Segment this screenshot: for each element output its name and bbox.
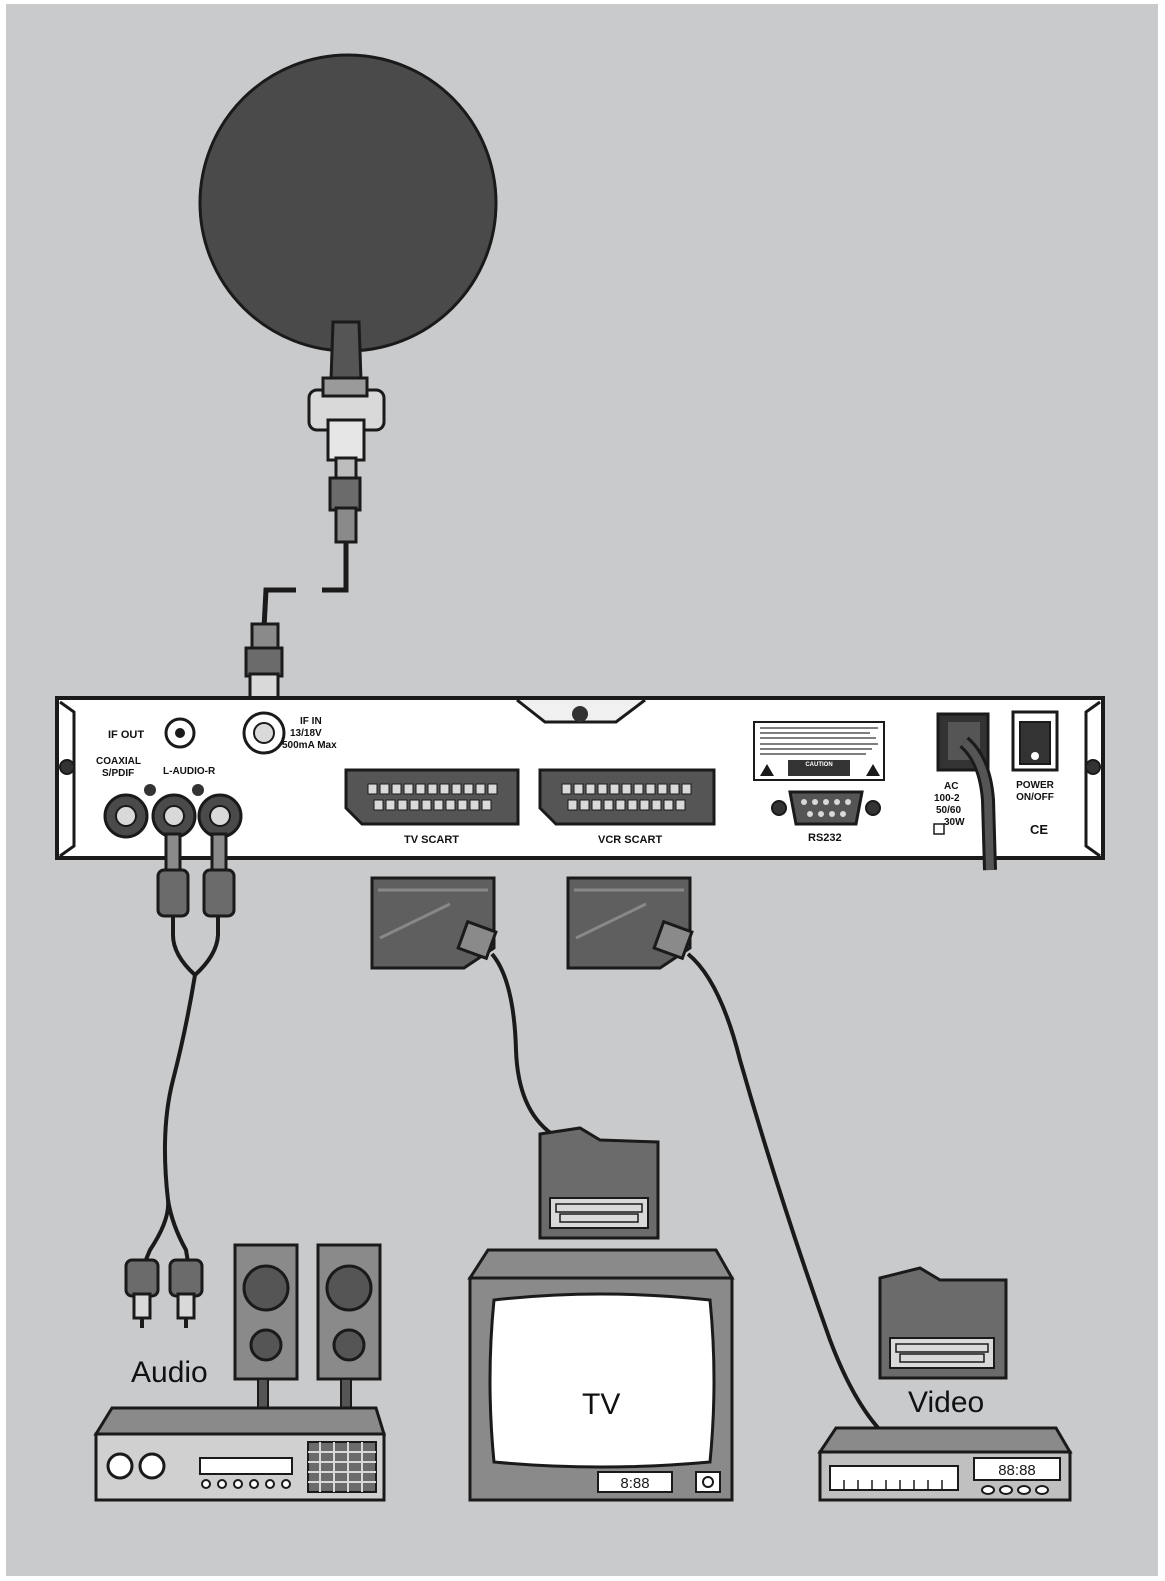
ac-label-line3: 50/60 xyxy=(936,805,961,816)
tv-scart-label: TV SCART xyxy=(404,834,459,846)
if-out-label: IF OUT xyxy=(108,729,144,741)
power-icon xyxy=(702,1476,714,1488)
if-in-port xyxy=(242,711,286,755)
if-out-port xyxy=(164,717,196,749)
coaxial-label-line2: S/PDIF xyxy=(102,768,134,779)
tv-scart-port xyxy=(344,768,520,826)
vcr-device xyxy=(817,1426,1073,1502)
video-device-label: Video xyxy=(908,1386,984,1419)
audio-right-jack xyxy=(192,784,243,839)
rs232-port xyxy=(771,790,881,826)
speaker-right xyxy=(316,1243,382,1410)
coaxial-spdif-jack xyxy=(103,793,149,839)
vcr-display: 88:88 xyxy=(998,1462,1036,1479)
power-label-line1: POWER xyxy=(1016,780,1055,791)
coax-cable xyxy=(261,542,349,629)
coax-plug xyxy=(244,622,284,708)
ac-label-line2: 100-2 xyxy=(934,793,960,804)
if-in-label-line2: 13/18V xyxy=(290,728,322,739)
tv-device-label: TV xyxy=(582,1388,620,1421)
power-label-line2: ON/OFF xyxy=(1016,792,1054,803)
vcr-scart-label: VCR SCART xyxy=(598,834,662,846)
coaxial-label-line1: COAXIAL xyxy=(96,756,141,767)
tv-scart-cable xyxy=(370,876,660,1240)
if-in-label-line3: 500mA Max xyxy=(282,740,337,751)
satellite-dish-icon xyxy=(198,53,498,544)
tv-set xyxy=(467,1248,735,1502)
caution-label: CAUTION xyxy=(805,762,832,768)
tv-display: 8:88 xyxy=(620,1475,649,1492)
warning-label xyxy=(753,721,885,781)
vcr-scart-port xyxy=(538,768,716,826)
audio-amplifier xyxy=(93,1406,387,1502)
ac-label-line4: 30W xyxy=(944,817,965,828)
audio-device-label: Audio xyxy=(131,1356,208,1389)
rca-audio-cable xyxy=(124,832,236,1328)
if-in-label-line1: IF IN xyxy=(300,716,322,727)
vcr-scart-cable xyxy=(566,876,902,1450)
vcr-scart-plug xyxy=(878,1266,1008,1380)
warning-icon xyxy=(760,764,774,776)
audio-lr-label: L-AUDIO-R xyxy=(163,766,216,777)
power-icon xyxy=(1031,752,1039,760)
ac-label-line1: AC xyxy=(944,781,958,792)
ce-mark-icon: CE xyxy=(1030,822,1048,837)
warning-icon xyxy=(866,764,880,776)
power-switch xyxy=(1011,710,1059,772)
double-insulation-icon xyxy=(933,823,945,835)
rs232-label: RS232 xyxy=(808,832,842,844)
